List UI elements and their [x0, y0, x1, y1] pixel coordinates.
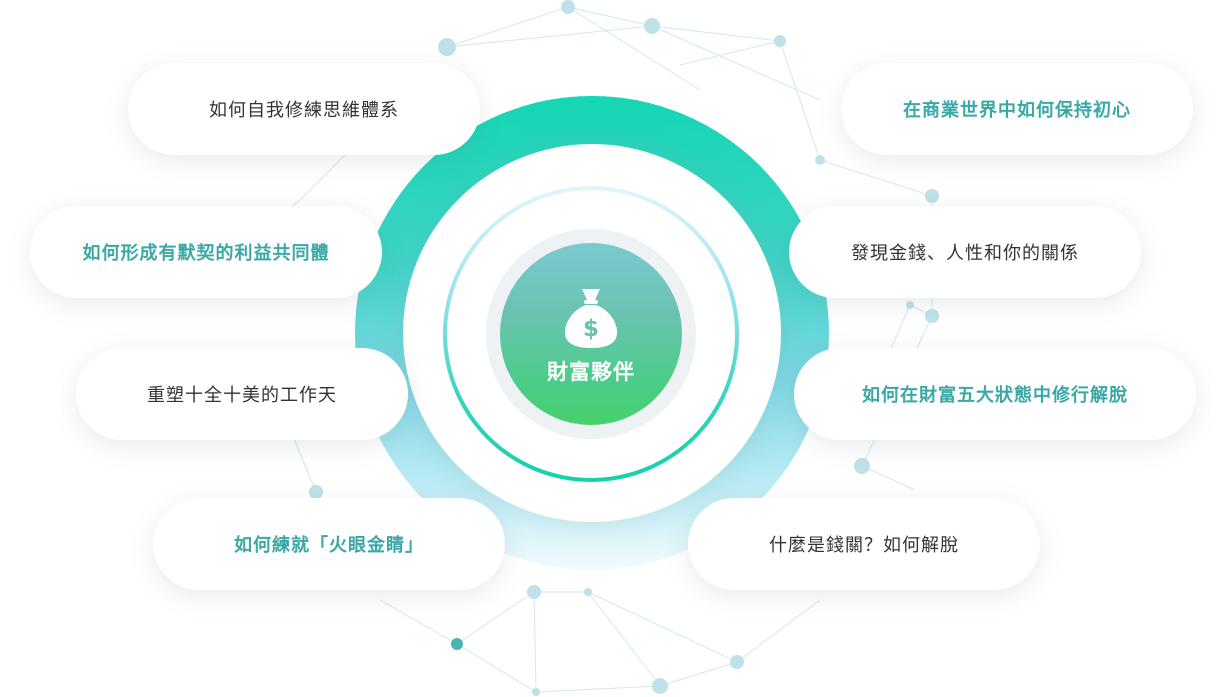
topic-pill[interactable]: 發現金錢、人性和你的關係 [789, 206, 1141, 298]
topic-label: 如何練就「火眼金睛」 [234, 535, 424, 556]
center-badge: $ 財富夥伴 [500, 243, 682, 425]
topic-pill[interactable]: 如何在財富五大狀態中修行解脫 [794, 348, 1196, 440]
topic-pill[interactable]: 在商業世界中如何保持初心 [841, 63, 1193, 155]
topic-label: 如何在財富五大狀態中修行解脫 [862, 385, 1128, 406]
topic-label: 什麼是錢關？如何解脫 [769, 535, 959, 556]
topic-pill[interactable]: 如何自我修練思維體系 [128, 63, 480, 155]
topic-label: 如何自我修練思維體系 [209, 100, 399, 121]
topic-label: 發現金錢、人性和你的關係 [851, 243, 1079, 264]
topic-label: 在商業世界中如何保持初心 [903, 100, 1131, 121]
topic-pill[interactable]: 什麼是錢關？如何解脫 [688, 498, 1040, 590]
center-label: 財富夥伴 [547, 360, 635, 384]
topic-pill[interactable]: 重塑十全十美的工作天 [76, 348, 408, 440]
topic-pill[interactable]: 如何練就「火眼金睛」 [153, 498, 505, 590]
money-bag-icon: $ [564, 289, 618, 348]
topic-pill[interactable]: 如何形成有默契的利益共同體 [30, 206, 382, 298]
svg-text:$: $ [583, 316, 599, 342]
topic-label: 重塑十全十美的工作天 [147, 385, 337, 406]
topic-label: 如何形成有默契的利益共同體 [82, 243, 330, 264]
